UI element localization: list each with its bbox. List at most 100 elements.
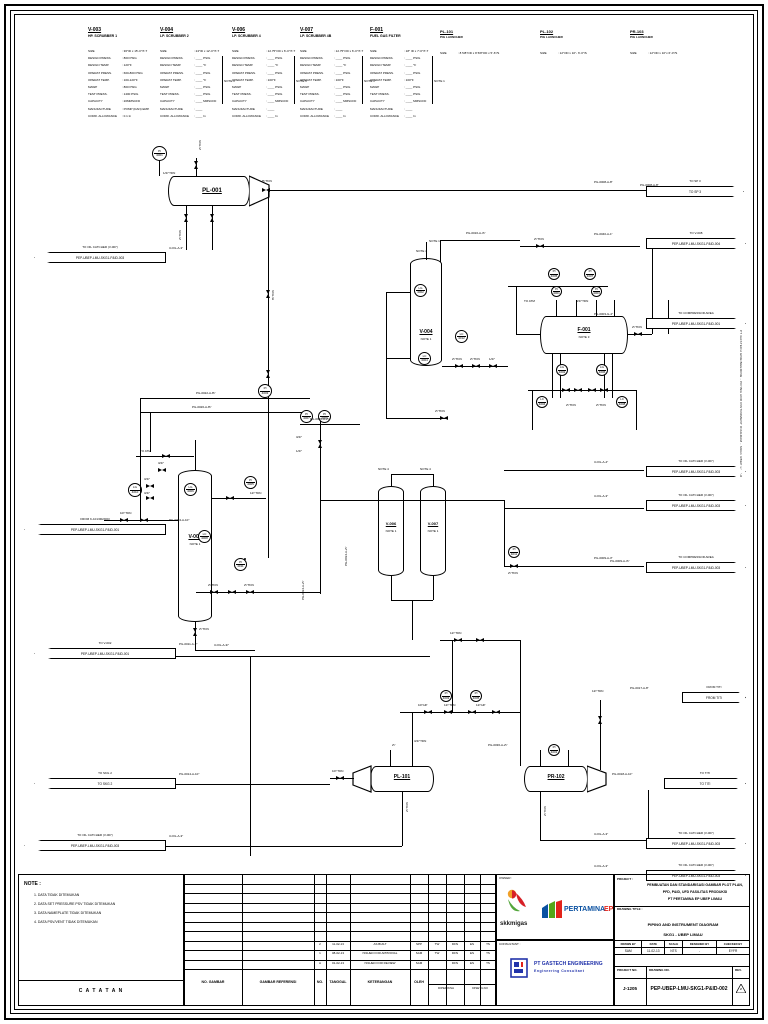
instrument-lg-4002[interactable]: LG 4002 [414,284,427,297]
instrument-lc-4008[interactable]: LC 4008 [198,530,211,543]
instrument-feed-pi[interactable]: PI 4005 [548,268,560,280]
instrument-lg-4006[interactable]: LG 4006 [184,483,197,496]
off-sheet-connector[interactable]: PEP-UBEP-LMU-SKG1-P&ID-003 [646,466,746,477]
pg0009-pi-tag: 4011 [509,551,519,556]
mid-drop-3 [412,712,413,750]
instrument-pi-4009[interactable] [244,558,246,560]
off-sheet-connector[interactable]: PEP-UBEP-LMU-SKG1-P&ID-001 [646,318,746,329]
off-sheet-connector[interactable]: TO SKG 2 [34,778,176,789]
f-001-man-size: 2\"TDN [566,403,576,407]
v-003-top-valve [158,468,166,473]
v-004-valve-c [489,364,497,369]
f-001-noz-4 [614,300,615,316]
v-004-inlet-riser [386,292,387,358]
sheet-edge-text: PT GASTECH ENGINEERING - PIPING AND INST… [739,330,743,478]
instrument-pi-4005-type: PI [249,477,252,482]
rev-c3: ES [469,951,474,956]
f-001-outlet-valve [634,332,642,337]
spec-value: : ____ PSIG [404,85,421,89]
off-sheet-connector[interactable]: PEP-UBEP-LMU-SKG1-P&ID-001 [34,648,176,659]
instrument-pg0009-pi[interactable]: PI 4011 [508,546,520,558]
off-sheet-connector[interactable]: PEP-UBEP-LMU-SKG1-P&ID-003 [646,838,746,849]
off-sheet-connector[interactable]: FROM TITI [682,692,746,703]
v-003-atm-valve [162,454,170,459]
connector-title: TO TITI [699,771,711,775]
rev-by: SAM [415,951,423,956]
bottom-riser-3 [540,818,541,840]
instrument-pi-4005[interactable]: PI 4005 [244,476,257,489]
instrument-lc-4004[interactable]: LC 4004 [418,352,431,365]
spec-value: : ____ In [194,113,206,118]
instrument-lg-4010[interactable]: LG 4010 [128,483,142,497]
pl-001-vent-size: 1/2\"TDN [163,171,176,175]
f001-pi2-type: PI [595,286,598,291]
spec-tag-v-006: V-006 [232,27,246,33]
spec-key: SIZE [88,49,95,53]
off-sheet-connector[interactable]: PEP-UBEP-LMU-SKG1-P&ID-003 [646,562,746,573]
instrument-pi-4011b[interactable]: PI 4009 [318,410,331,423]
spec-tag-v-007: V-007 [300,27,314,33]
instrument-f001-pi2[interactable]: PI 4003 [591,286,602,297]
spec-note-brace [294,56,295,104]
connector-line-number: 3-OIL-A-3" [594,864,609,868]
header-riser-left [140,398,141,520]
spec-key: MANUFACTURE [232,106,255,111]
instrument-pr102-pi[interactable]: PI 4001 [548,744,560,756]
vessel-f-001 [540,316,628,354]
off-sheet-connector[interactable]: TO TITI [664,778,746,789]
off-sheet-connector[interactable]: PEP-UBEP-LMU-SKG1-P&ID-004 [646,238,746,249]
owner-logo-box [496,874,614,940]
mid-top-valve-1 [454,638,462,643]
instrument-mid-2[interactable]: PI 4005 [470,690,482,702]
off-sheet-connector[interactable]: PEP-UBEP-LMU-SKG1-P&ID-003 [34,252,166,263]
title-divider-1 [614,906,750,907]
pl-001-outlet-line [269,190,279,191]
spec-value: : ____ °F [404,63,417,68]
spec-key: MAWP [370,85,380,89]
connector-ref: PEP-UBEP-LMU-SKG1-P&ID-003 [671,841,721,846]
note-item: 4. DATA PSV/VENT TIDAK DITEMUKAN [34,920,98,924]
instrument-pi-4003[interactable]: PI 4003 [258,384,272,398]
instrument-pi-4001-type: PI [158,148,161,153]
connector-title: TO COMPRESSOR AREA [678,311,714,315]
rev-c2: DFN [451,941,459,946]
f-001-leg-2 [560,354,561,398]
instrument-f001-lc2[interactable]: LC 4008 [616,396,628,408]
instrument-f001-lc1[interactable]: LC 4004 [536,396,548,408]
spec-value: : ____ In [404,113,416,118]
off-sheet-connector[interactable]: PEP-UBEP-LMU-SKG1-P&ID-003 [646,870,746,881]
revision-row-rule [184,959,496,961]
f-001-man-valve-1 [562,388,570,393]
trunk-line-label: PG-0034-A-2\" [301,580,305,600]
connector-ref: PEP-UBEP-LMU-SKG1-P&ID-003 [75,255,125,260]
v-004-bypass-valve [440,416,448,421]
trunk-valve-2 [266,370,271,378]
off-sheet-connector[interactable]: PEP-UBEP-LMU-SKG1-P&ID-001 [24,524,166,535]
spec-subtitle-f-001: FUEL GAS FILTER [370,34,401,38]
vessel-v-006 [378,486,404,576]
spec-note: NOTE 1 [296,79,307,83]
instrument-mid-1[interactable]: PI 4003 [440,690,452,702]
instrument-f001-lg2[interactable]: LG 4006 [596,364,608,376]
rev-desc: AS BUILT [373,941,387,946]
spec-value: : 0.1 In [122,113,132,118]
instrument-f001-pi1[interactable]: PI 4001 [551,286,562,297]
instrument-pi-4011[interactable]: PI 4011 [234,558,247,571]
f-001-man-valve-2 [574,388,582,393]
instrument-pi-4007[interactable]: PI 4007 [300,410,313,423]
trunk-main-2 [268,430,269,558]
instrument-f001-lg1[interactable]: LG 4002 [556,364,568,376]
off-sheet-connector[interactable]: PEP-UBEP-LMU-SKG1-P&ID-003 [24,840,166,851]
v-003-top-nozzle [195,440,196,470]
instrument-feed-pi2[interactable]: PI 4007 [584,268,596,280]
off-sheet-connector[interactable]: TO SP 3 [646,186,744,197]
rev-hdr-approved: DISETUJUI [472,986,488,990]
off-sheet-connector[interactable]: PEP-UBEP-LMU-SKG1-P&ID-003 [646,500,746,511]
spec-value: : ____ PSIG [404,56,421,61]
pr-102-drain [540,792,541,818]
instrument-pi-4001[interactable]: PI 4001 [152,146,167,161]
spec-value: : 20MMSCFD [122,99,141,104]
line-pg-0016-label: PG-0016-A-3\" [466,231,486,235]
pr102-pi-tag: 4001 [549,749,559,754]
instrument-lc-4012[interactable]: LC 4012 [455,330,468,343]
